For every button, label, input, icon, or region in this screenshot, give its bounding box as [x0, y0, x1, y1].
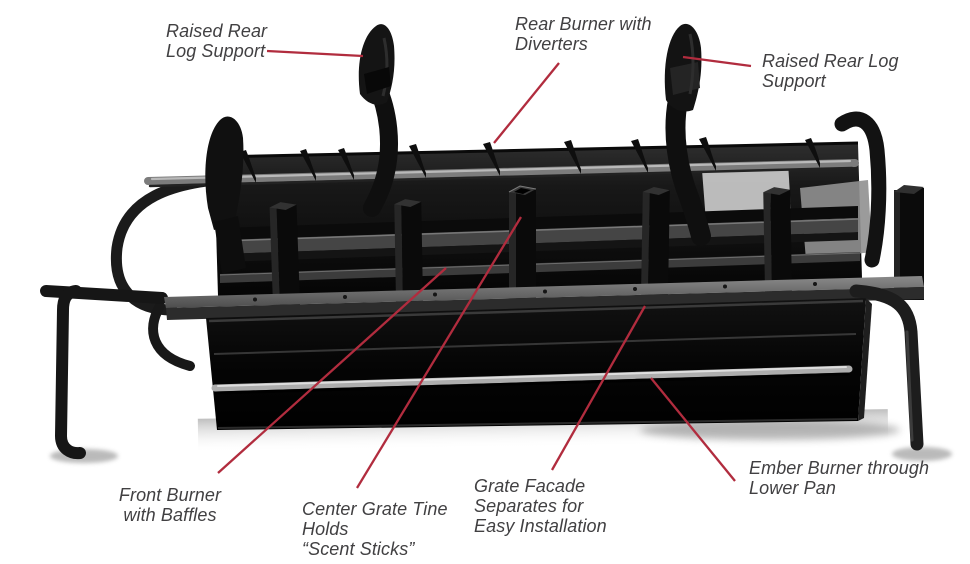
label-center-grate-tine: Center Grate Tine Holds “Scent Sticks”: [302, 499, 448, 559]
front-right-leg: [849, 284, 924, 451]
label-line: Lower Pan: [749, 478, 836, 498]
label-line: Front Burner: [118, 485, 222, 505]
callout-line-grate-facade: [550, 305, 647, 471]
label-raised-rear-log-support-left: Raised Rear Log Support: [166, 21, 267, 61]
rear-burner-diverters: [240, 137, 820, 183]
rear-burner-tube: [144, 159, 859, 188]
callout-line-raised-rear-left: [266, 49, 364, 58]
label-line: Easy Installation: [474, 516, 607, 536]
label-line: Center Grate Tine: [302, 499, 448, 519]
callout-line-raised-rear-right: [682, 55, 752, 68]
raised-rear-log-support-right: [664, 23, 711, 246]
callout-line-ember-burner: [650, 377, 736, 482]
label-line: Separates for: [474, 496, 584, 516]
left-end-bar: [205, 116, 246, 274]
label-line: Grate Facade: [474, 476, 586, 496]
callout-line-rear-burner: [493, 62, 560, 144]
center-grate-tine: [508, 185, 537, 299]
grate-facade-rail: [164, 276, 924, 320]
label-line: Holds: [302, 519, 349, 539]
label-line: Raised Rear: [166, 21, 268, 41]
ember-burner-tube: [211, 365, 853, 395]
label-line: Diverters: [515, 34, 588, 54]
label-line: Raised Rear Log: [762, 51, 899, 71]
label-ember-burner: Ember Burner through Lower Pan: [749, 458, 929, 498]
label-rear-burner-with-diverters: Rear Burner with Diverters: [515, 14, 652, 54]
callout-lines: [217, 49, 752, 489]
callout-line-front-burner: [217, 267, 447, 474]
label-line: Rear Burner with: [515, 14, 652, 34]
label-line: with Baffles: [123, 505, 217, 525]
raised-rear-log-support-left: [358, 24, 398, 217]
front-left-leg: [40, 285, 168, 460]
label-raised-rear-log-support-right: Raised Rear Log Support: [762, 51, 899, 91]
label-front-burner-with-baffles: Front Burner with Baffles: [108, 485, 232, 525]
label-line: Support: [762, 71, 826, 91]
label-line: Log Support: [166, 41, 266, 61]
label-line: “Scent Sticks”: [302, 539, 415, 559]
callout-line-center-tine: [356, 216, 522, 489]
label-line: Ember Burner through: [749, 458, 930, 478]
label-grate-facade: Grate Facade Separates for Easy Installa…: [474, 476, 607, 536]
lower-pan: [206, 298, 872, 430]
